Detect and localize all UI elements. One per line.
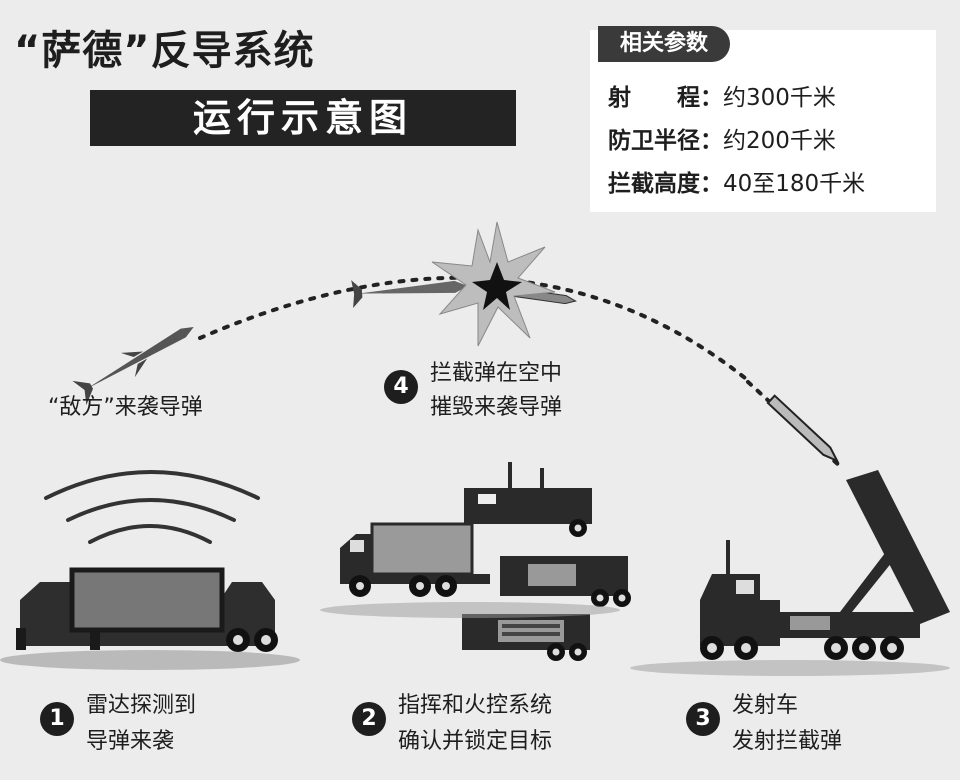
enemy-missile-label: “敌方”来袭导弹 (48, 395, 203, 420)
step-3-number: 3 (686, 702, 720, 736)
incoming-missile-icon (351, 280, 468, 309)
radar-waves-icon (44, 470, 260, 544)
param-row-range: 射 程：约300千米 (608, 78, 836, 112)
diagram-title: “萨德”反导系统 (14, 28, 315, 74)
step-4-line1: 拦截弹在空中 (430, 361, 563, 386)
param-row-radius: 防卫半径：约200千米 (608, 121, 836, 155)
enemy-missile-icon (72, 327, 194, 406)
param-label: 拦截高度： (608, 171, 723, 197)
step-1-number: 1 (40, 702, 74, 736)
step-2-line1: 指挥和火控系统 (398, 693, 553, 718)
radar-vehicle-icon (0, 567, 300, 670)
param-label: 防卫半径： (608, 128, 723, 154)
param-value: 40至180千米 (723, 171, 866, 197)
step-2-line2: 确认并锁定目标 (398, 729, 553, 754)
launcher-truck-icon (630, 470, 950, 676)
step-3-line1: 发射车 (732, 693, 799, 718)
param-row-altitude: 拦截高度：40至180千米 (608, 164, 865, 198)
param-value: 约200千米 (723, 128, 836, 154)
params-heading: 相关参数 (598, 26, 730, 62)
param-label: 射 程： (608, 85, 723, 111)
command-vehicles-icon (320, 462, 631, 661)
launched-interceptor-icon (766, 394, 840, 463)
step-3-line2: 发射拦截弹 (732, 729, 843, 754)
step-1-line2: 导弹来袭 (86, 729, 175, 754)
diagram-subtitle: 运行示意图 (90, 90, 516, 146)
param-value: 约300千米 (723, 85, 836, 111)
step-1-line1: 雷达探测到 (86, 693, 197, 718)
step-2-number: 2 (352, 702, 386, 736)
step-4-number: 4 (384, 370, 418, 404)
step-4-line2: 摧毁来袭导弹 (430, 395, 563, 420)
